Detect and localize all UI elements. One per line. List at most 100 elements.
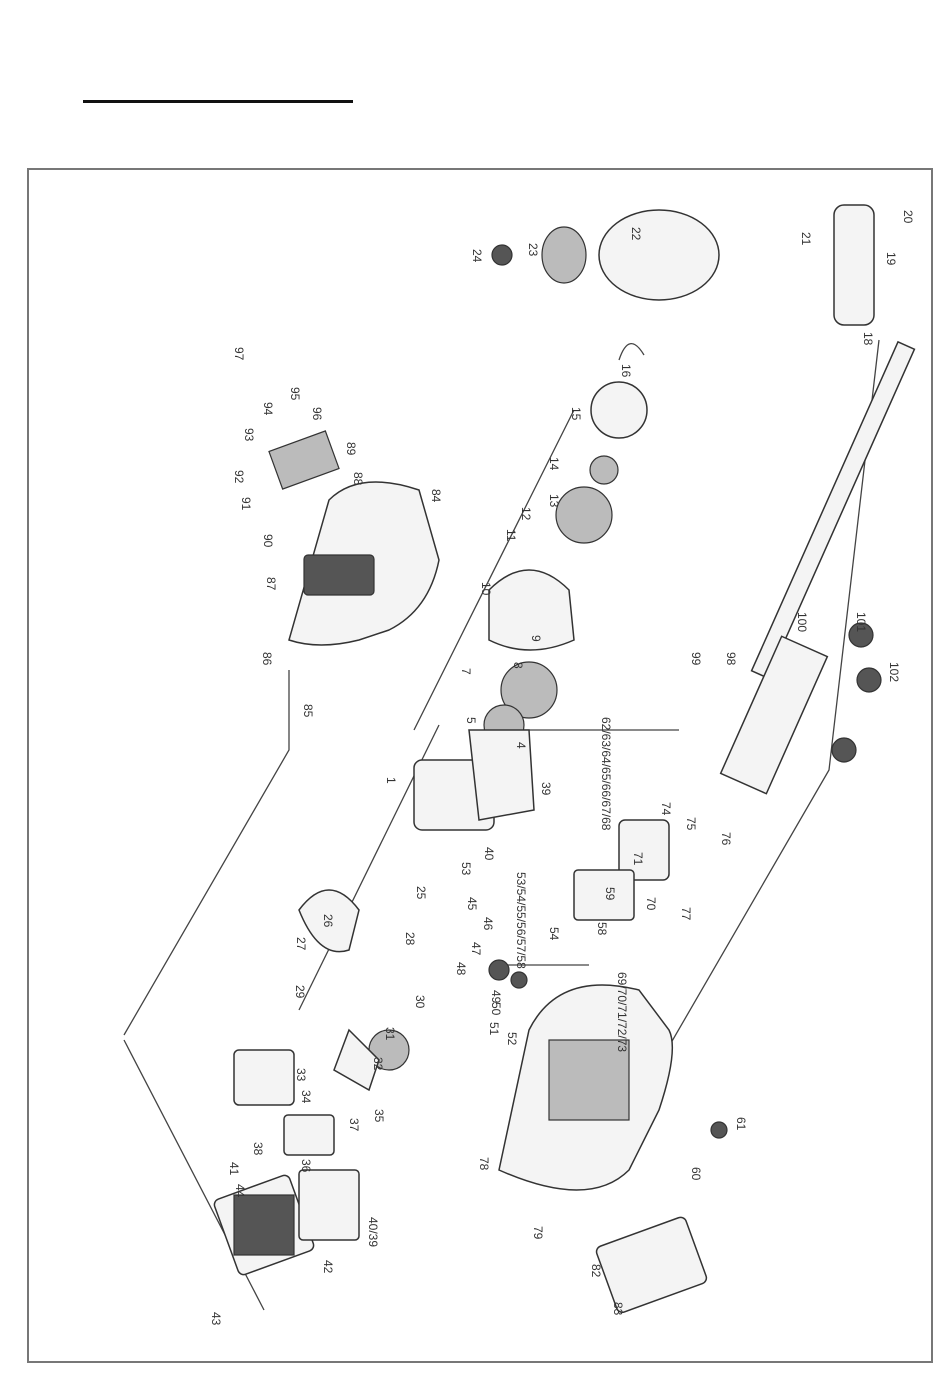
callout-28: 28 [403,932,417,946]
callout-59: 59 [603,887,617,901]
callout-5: 5 [464,717,478,724]
callout-1: 1 [384,777,398,784]
callout-38: 38 [251,1142,265,1156]
callout-93: 93 [242,428,256,442]
rear-panel-part [268,430,340,490]
callout-61: 61 [734,1117,748,1131]
callout-47: 47 [469,942,483,956]
callout-53: 53 [459,862,473,876]
callout-88: 88 [351,472,365,486]
spark-plug-cap-part [510,971,528,989]
callout-33: 33 [294,1068,308,1082]
air-filter-box-part [233,1049,295,1106]
callout-92: 92 [232,470,246,484]
callout-71: 71 [631,852,645,866]
guide-line-right [608,339,880,1151]
callout-94: 94 [261,402,275,416]
callout-12: 12 [519,507,533,521]
callout-25: 25 [414,886,428,900]
callout-75: 75 [684,817,698,831]
callout-87: 87 [264,577,278,591]
group-labels: 62/63/64/65/66/67/6853/54/55/56/57/5869/… [514,717,629,1052]
callout-16: 16 [619,364,633,378]
callout-44: 44 [233,1184,247,1198]
callout-97: 97 [232,347,246,361]
callout-10: 10 [479,582,493,596]
intake-part [298,889,360,953]
callout-27: 27 [294,937,308,951]
callout-50: 50 [489,1002,503,1016]
group-label-1: 62/63/64/65/66/67/68 [599,717,613,831]
air-cleaner-part [283,1114,335,1156]
callout-101: 101 [854,612,868,632]
callout-42: 42 [321,1260,335,1274]
starter-rope-part [618,343,645,361]
callout-40: 40 [482,847,496,861]
callout-24: 24 [470,249,484,263]
fuel-valve-part [298,1169,360,1241]
callout-15: 15 [569,407,583,421]
guide-line-left [123,670,290,1036]
callout-48: 48 [454,962,468,976]
callout-41: 41 [227,1162,241,1176]
front-cover-window-part [548,1039,630,1121]
rubber-foot-3 [831,737,857,763]
callout-20: 20 [901,210,915,224]
control-box-part [573,869,635,921]
callout-30: 30 [413,995,427,1009]
callout-23: 23 [526,243,540,257]
rubber-foot-2 [856,667,882,693]
callout-26: 26 [321,914,335,928]
callout-54: 54 [547,927,561,941]
callout-102: 102 [887,662,901,682]
callout-35: 35 [372,1109,386,1123]
callout-34: 34 [299,1090,313,1104]
ignition-coil-part [488,959,510,981]
base-frame-part [719,635,829,795]
callout-9: 9 [529,635,543,642]
group-label-2: 53/54/55/56/57/58 [514,872,528,969]
header-rule [83,100,353,103]
fan-part [555,486,613,544]
crankcase-part [468,729,535,821]
callout-22: 22 [629,227,643,241]
inverter-module-part [618,819,670,881]
callout-90: 90 [261,534,275,548]
handle-grip-part [833,204,875,326]
callout-45: 45 [465,897,479,911]
callout-95: 95 [288,387,302,401]
callout-36: 36 [299,1159,313,1173]
callout-52: 52 [505,1032,519,1046]
fuel-cap-ring-part [491,244,513,266]
callout-51: 51 [487,1022,501,1036]
callout-32: 32 [371,1057,385,1071]
fan-shroud-part [488,569,575,651]
rubber-foot-1 [848,622,874,648]
callout-83: 83 [611,1302,625,1316]
callout-37: 37 [347,1118,361,1132]
callout-4: 4 [514,742,528,749]
callout-8: 8 [511,662,525,669]
callout-31: 31 [383,1027,397,1041]
callout-86: 86 [260,652,274,666]
callout-89: 89 [344,442,358,456]
recoil-pulley-part [589,455,619,485]
callout-19: 19 [884,252,898,266]
callout-100: 100 [795,612,809,632]
guide-line-engine [413,409,575,731]
callout-74: 74 [659,802,673,816]
callout-43: 43 [209,1312,223,1326]
knob-part [710,1121,728,1139]
carburetor-bracket-part [333,1028,380,1092]
callout-13: 13 [547,494,561,508]
callout-85: 85 [301,704,315,718]
callout-58: 58 [595,922,609,936]
fuel-cap-part [541,226,587,284]
control-panel-part [595,1216,708,1314]
flywheel-part [500,661,558,719]
callout-91: 91 [239,497,253,511]
recoil-starter-part [590,381,648,439]
